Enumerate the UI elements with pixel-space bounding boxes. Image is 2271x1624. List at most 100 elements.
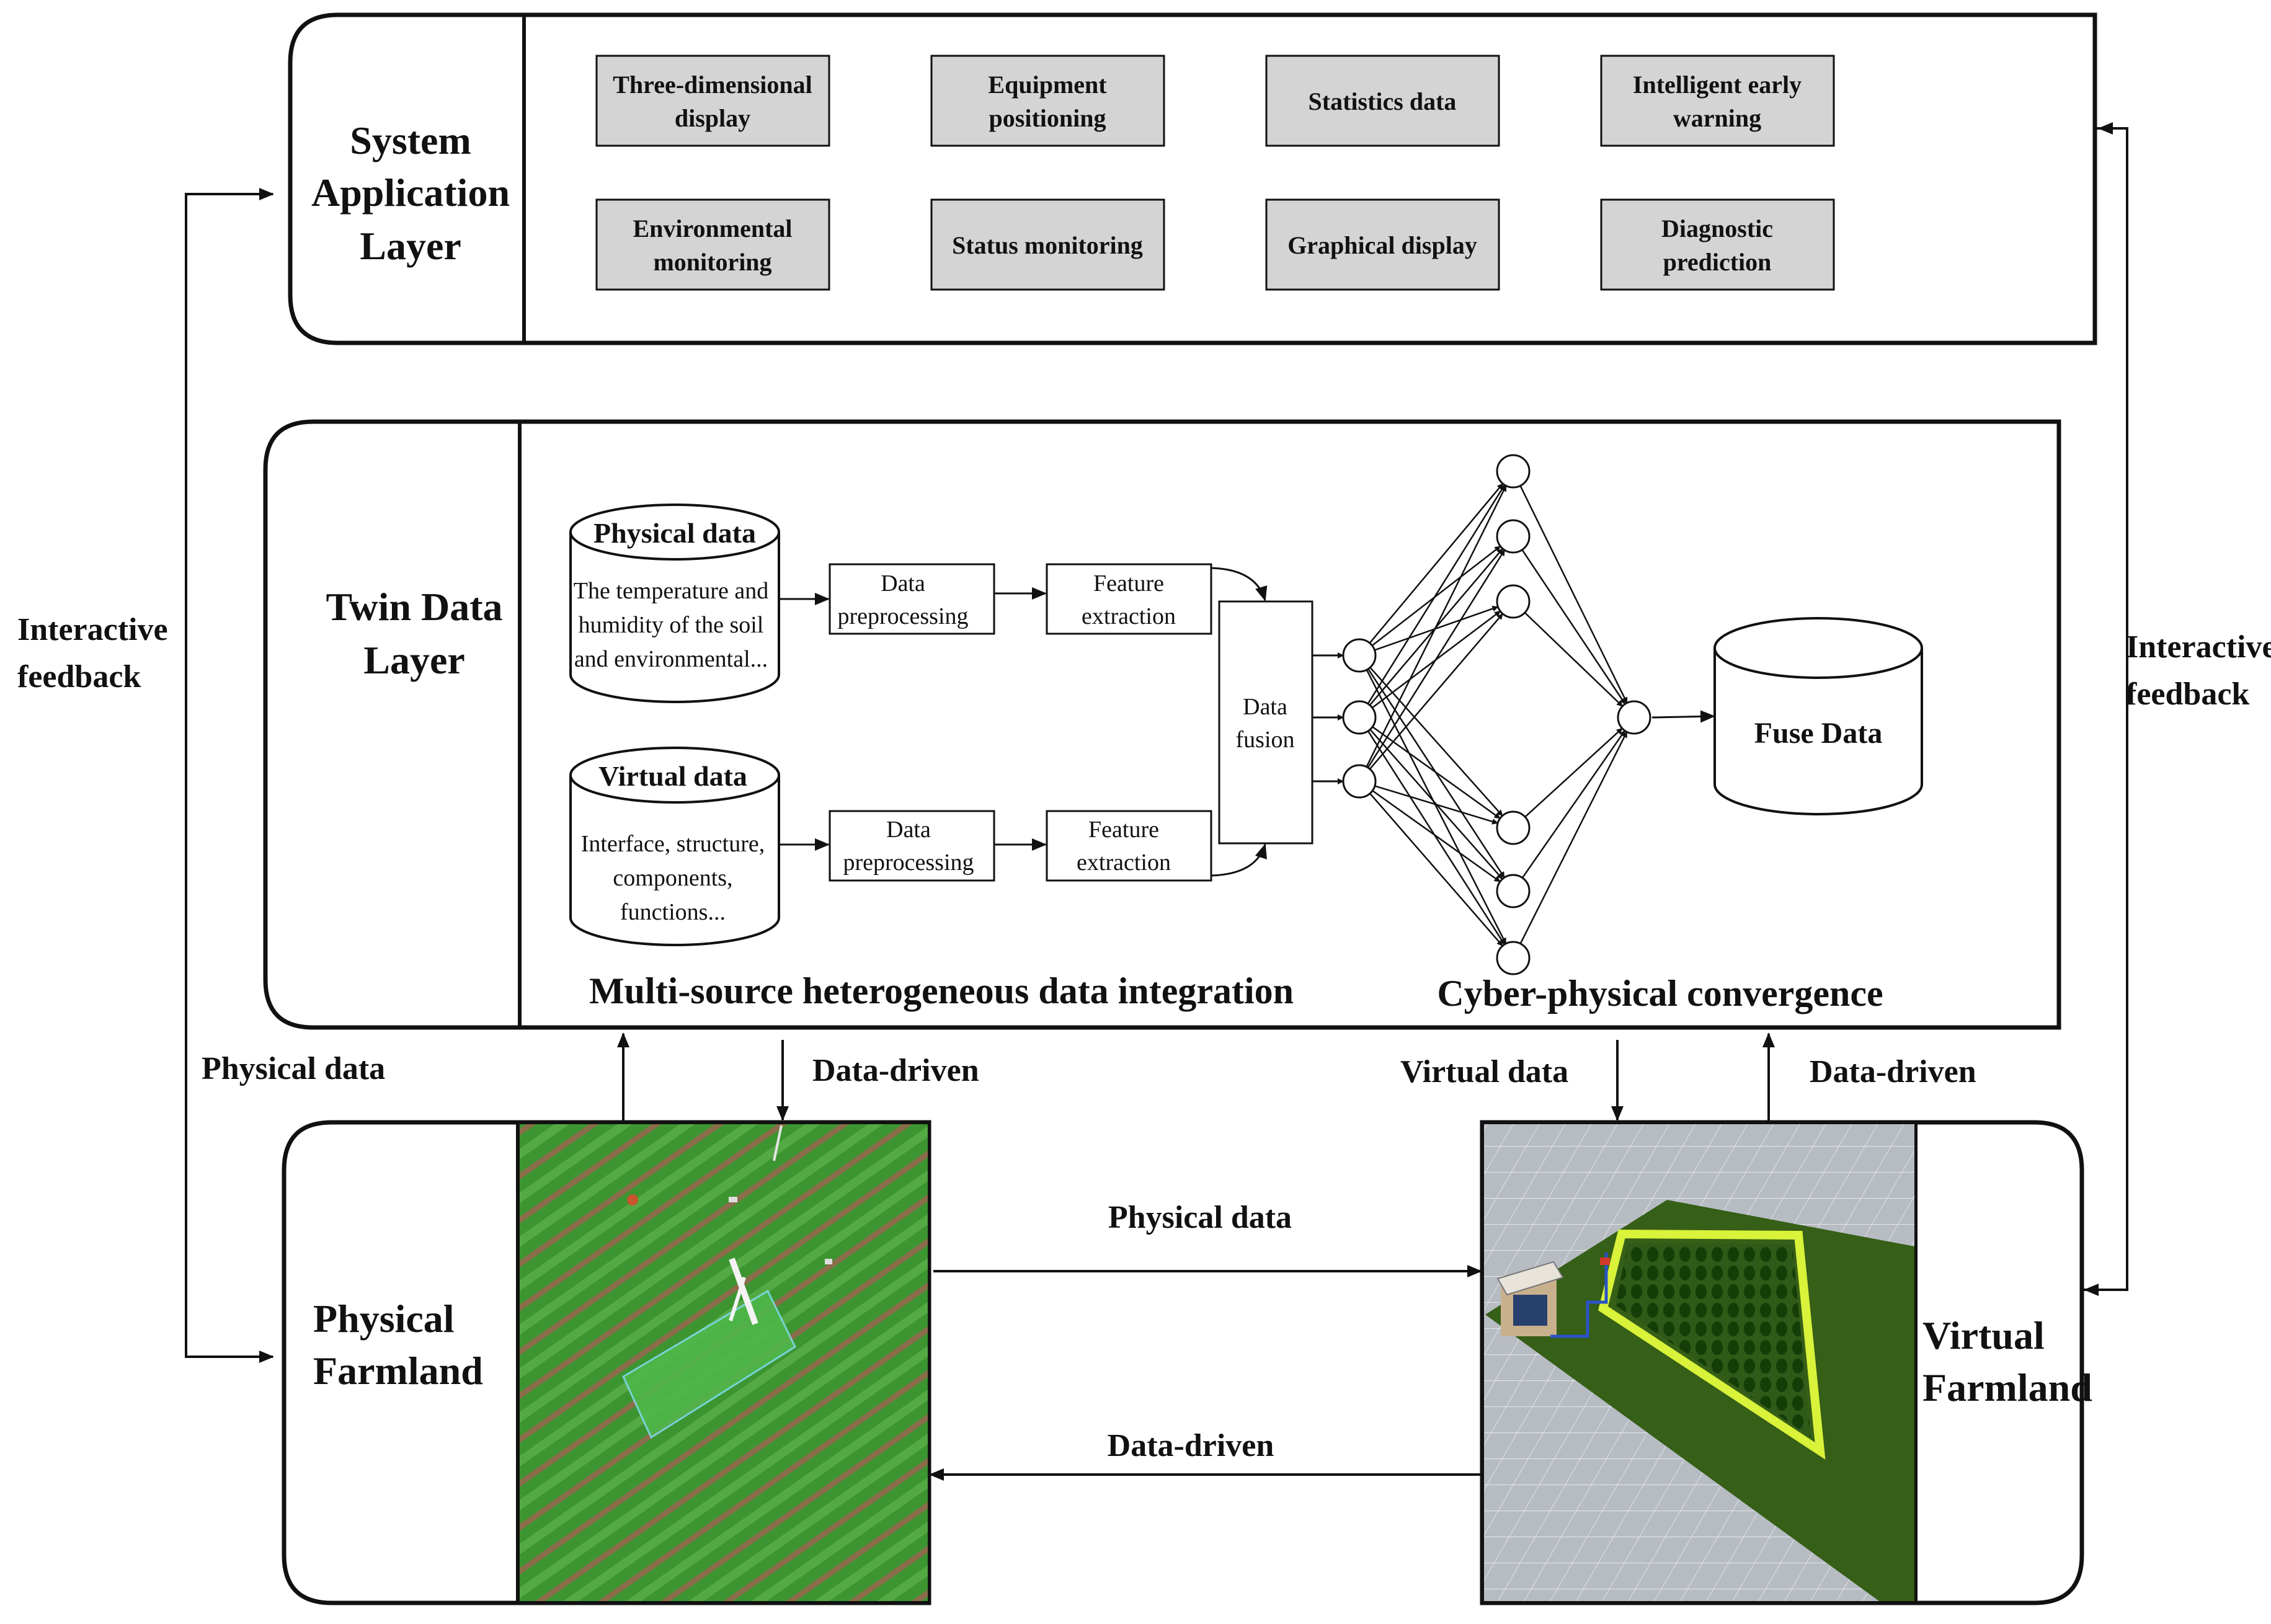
nn-connection (1521, 730, 1626, 879)
feature-label: extraction (1082, 603, 1176, 629)
module-statistics-data[interactable] (1265, 55, 1500, 147)
module-label: positioning (989, 104, 1106, 132)
physical-farmland-layer: Physical Farmland (282, 1120, 931, 1605)
physical-data-cylinder[interactable] (569, 504, 780, 703)
nn-node (1496, 584, 1531, 619)
module-status-monitoring[interactable] (930, 198, 1165, 291)
nn-connection (1369, 667, 1503, 817)
fusion-label: fusion (1236, 727, 1295, 753)
nn-node (1496, 519, 1531, 554)
module-label: monitoring (653, 248, 771, 276)
nn-connection (1369, 792, 1503, 947)
data-driven-up-label: Data-driven (1810, 1054, 1976, 1089)
nn-connection (1524, 612, 1624, 707)
nn-node (1617, 700, 1651, 735)
nn-connection (1367, 484, 1506, 704)
feature-extraction-box-bottom[interactable] (1046, 810, 1212, 882)
nn-node (1342, 700, 1377, 735)
feature-label: Feature (1088, 817, 1159, 843)
fuse-data-label: Fuse Data (1754, 717, 1883, 750)
nn-connection (1369, 613, 1504, 770)
nn-connection (1367, 730, 1506, 945)
nn-connection (1519, 485, 1628, 704)
module-label: Intelligent early (1633, 71, 1802, 99)
neural-network (1342, 454, 1651, 975)
module-label: display (675, 104, 750, 132)
module-label: Statistics data (1309, 87, 1457, 115)
twin-layer-title-1: Twin Data (326, 585, 502, 629)
physical-farmland-title-2: Farmland (313, 1349, 483, 1393)
physical-data-line: and environmental... (574, 646, 768, 672)
module-label: Diagnostic (1661, 215, 1773, 242)
physical-data-horizontal-label: Physical data (1108, 1200, 1292, 1235)
integration-caption: Multi-source heterogeneous data integrat… (589, 970, 1294, 1011)
fuse-data-cylinder[interactable] (1713, 617, 1923, 815)
module-intelligent-early-warning[interactable] (1600, 55, 1835, 147)
module-label: prediction (1663, 248, 1772, 276)
physical-farmland-title-1: Physical (313, 1297, 455, 1341)
nn-node (1496, 454, 1531, 489)
data-driven-horizontal-label: Data-driven (1108, 1428, 1274, 1463)
twin-data-layer: Twin Data Layer Physical data The temper… (263, 419, 2061, 1030)
nn-connection (1521, 549, 1626, 705)
module-graphical-display[interactable] (1265, 198, 1500, 291)
interactive-feedback-right-2: feedback (2126, 677, 2249, 712)
module-label: Environmental (633, 215, 792, 242)
module-label: Equipment (988, 71, 1107, 99)
virtual-data-line: functions... (620, 899, 726, 925)
flow-labels: Interactive feedback Interactive feedbac… (17, 612, 2271, 1463)
application-layer-title-1: System (350, 118, 471, 162)
virtual-data-line: Interface, structure, (581, 831, 765, 857)
nn-connection (1367, 549, 1506, 768)
nn-connection (1374, 785, 1499, 825)
module-environmental-monitoring[interactable] (595, 198, 830, 291)
convergence-caption: Cyber-physical convergence (1437, 973, 1883, 1014)
physical-data-line: humidity of the soil (579, 612, 764, 638)
nn-node (1496, 874, 1531, 908)
nn-node (1496, 941, 1531, 975)
virtual-farmland-title-2: Farmland (1922, 1365, 2092, 1409)
feature-label: Feature (1093, 570, 1164, 597)
data-fusion-box[interactable] (1218, 600, 1313, 845)
module-label: Status monitoring (952, 231, 1143, 259)
physical-data-up-label: Physical data (202, 1051, 385, 1086)
interactive-feedback-right-1: Interactive (2126, 629, 2271, 665)
nn-node (1342, 764, 1377, 799)
nn-connection (1374, 605, 1499, 651)
virtual-data-down-label: Virtual data (1400, 1054, 1568, 1089)
application-layer-title-2: Application (311, 171, 510, 215)
virtual-farmland-render (1484, 1124, 1914, 1601)
twin-layer-title-2: Layer (363, 638, 465, 682)
feature-label: extraction (1077, 850, 1171, 876)
module-label: warning (1673, 104, 1761, 132)
virtual-data-title: Virtual data (598, 760, 747, 792)
module-equipment-positioning[interactable] (930, 55, 1165, 147)
module-three-dimensional-display[interactable] (595, 55, 830, 147)
application-layer-title-3: Layer (360, 224, 461, 268)
interactive-feedback-left-1: Interactive (17, 612, 168, 647)
virtual-farmland-layer: Virtual Farmland (1480, 1120, 2092, 1605)
preprocessing-label: preprocessing (837, 603, 968, 629)
preprocessing-label: preprocessing (843, 850, 974, 876)
feature-extraction-box-top[interactable] (1046, 563, 1212, 635)
interactive-feedback-left-2: feedback (17, 659, 141, 694)
physical-data-line: The temperature and (574, 578, 768, 604)
virtual-data-cylinder[interactable] (569, 747, 780, 946)
pipeline-arrows (779, 567, 1715, 877)
nn-connection (1366, 669, 1507, 944)
virtual-farmland-title-1: Virtual (1922, 1313, 2045, 1357)
preprocessing-box-bottom[interactable] (829, 810, 995, 882)
system-application-layer: System Application Layer Three-dimension… (288, 12, 2097, 345)
preprocessing-box-top[interactable] (829, 563, 995, 635)
nn-connection (1524, 727, 1623, 818)
physical-data-title: Physical data (593, 517, 756, 549)
nn-node (1496, 810, 1531, 845)
nn-connection (1519, 731, 1628, 944)
flow-arrows (185, 122, 2128, 1481)
module-diagnostic-prediction[interactable] (1600, 198, 1835, 291)
nn-connection (1371, 545, 1501, 647)
physical-farmland-photo (520, 1124, 928, 1601)
nn-connection (1369, 483, 1504, 644)
virtual-data-line: components, (613, 865, 732, 891)
